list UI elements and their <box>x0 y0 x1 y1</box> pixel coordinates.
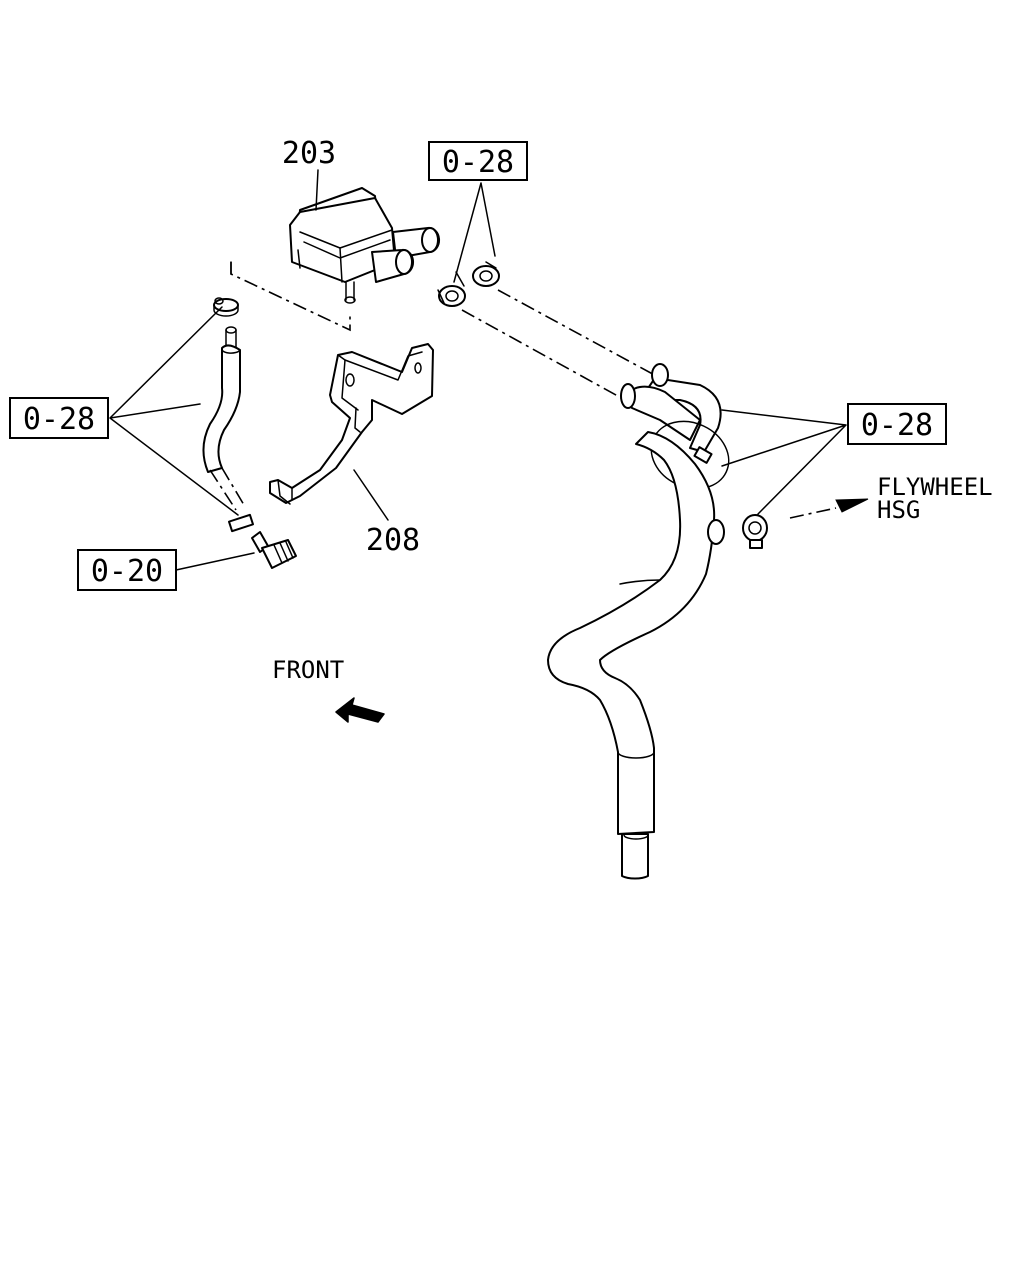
callout-0-28-left-text: 0-28 <box>23 402 95 437</box>
callout-0-28-top-text: 0-28 <box>442 145 514 180</box>
flywheel-label-line2: HSG <box>877 496 920 524</box>
callout-0-20: 0-20 <box>77 549 177 591</box>
flywheel-clamp <box>742 514 768 549</box>
callout-0-20-text: 0-20 <box>91 554 163 589</box>
flywheel-label-line1: FLYWHEEL <box>877 473 993 501</box>
callout-0-28-left: 0-28 <box>9 397 109 439</box>
main-hose <box>547 363 730 880</box>
flywheel-leader-dash <box>789 507 837 519</box>
part-number-203: 203 <box>282 136 336 171</box>
fitting-0-20 <box>251 531 297 569</box>
leader-lines <box>109 169 847 571</box>
callout-0-28-right: 0-28 <box>847 403 947 445</box>
callout-0-28-top: 0-28 <box>428 141 528 181</box>
sensor-203 <box>289 187 440 304</box>
top-clamps <box>437 261 500 307</box>
hose-centerline-top <box>461 289 661 401</box>
bracket-208 <box>269 343 434 505</box>
callout-0-28-right-text: 0-28 <box>861 408 933 443</box>
front-arrow-icon <box>335 697 385 723</box>
part-number-208: 208 <box>366 523 420 558</box>
front-label: FRONT <box>272 656 344 684</box>
flywheel-arrow-icon <box>835 498 869 513</box>
small-hose <box>202 297 255 533</box>
